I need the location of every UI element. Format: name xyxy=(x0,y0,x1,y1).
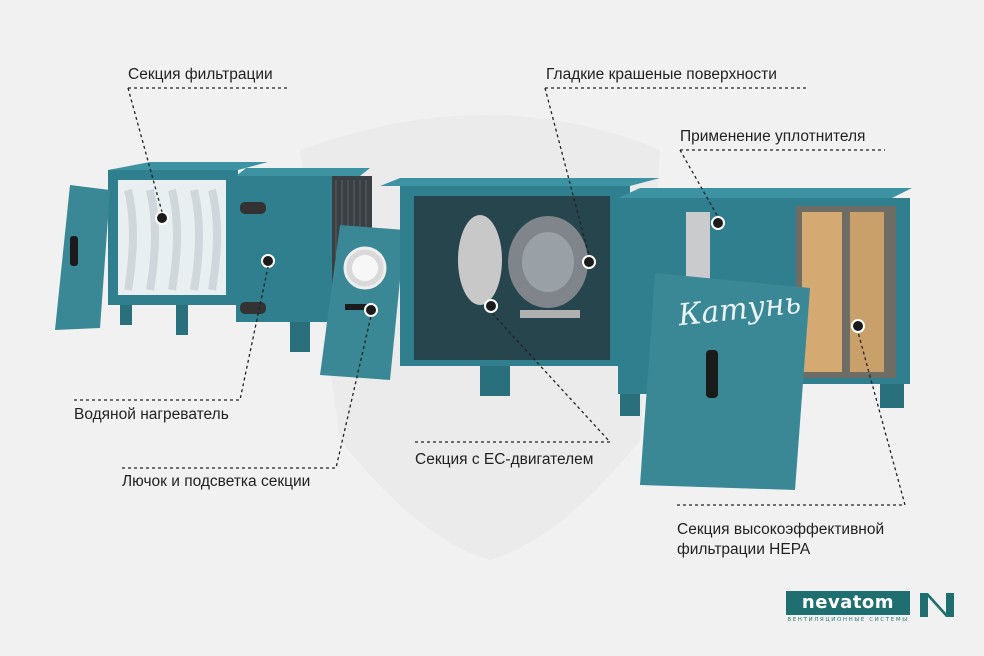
logo-subtitle: ВЕНТИЛЯЦИОННЫЕ СИСТЕМЫ xyxy=(787,617,909,623)
label-hatch-light: Лючок и подсветка секции xyxy=(122,473,311,490)
label-filtration: Секция фильтрации xyxy=(128,66,273,83)
hatch-door xyxy=(320,225,405,380)
label-hepa-line2: фильтрации HEPA xyxy=(677,541,811,558)
label-ec-motor: Секция с EC-двигателем xyxy=(415,451,594,468)
filtration-section xyxy=(108,162,268,335)
filtration-door xyxy=(55,185,110,330)
label-hepa: Секция высокоэффективной фильтрации HEPA xyxy=(677,520,884,560)
callout-markers xyxy=(155,211,865,333)
leader-lines xyxy=(74,87,906,506)
label-smooth-surfaces: Гладкие крашеные поверхности xyxy=(546,66,777,83)
label-hepa-line1: Секция высокоэффективной xyxy=(677,521,885,538)
label-water-heater: Водяной нагреватель xyxy=(74,406,229,423)
hepa-door xyxy=(640,273,810,490)
label-sealant: Применение уплотнителя xyxy=(680,128,866,145)
ec-motor-section xyxy=(380,178,660,396)
logo-wordmark: nevatom xyxy=(786,591,910,615)
nevatom-logo: nevatom ВЕНТИЛЯЦИОННЫЕ СИСТЕМЫ xyxy=(786,591,958,627)
logo-n-icon xyxy=(916,591,958,619)
hepa-section xyxy=(618,188,912,416)
